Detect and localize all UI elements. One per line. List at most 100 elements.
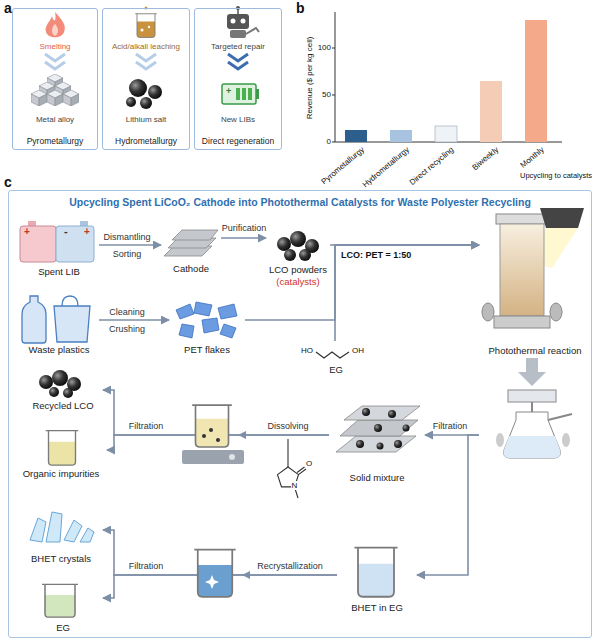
flow-arrow xyxy=(99,244,161,246)
lithium-salt xyxy=(129,79,147,97)
text-label: 50 xyxy=(322,90,331,99)
icon-node: BHET crystals xyxy=(19,509,103,567)
panel-box: Upcycling Spent LiCoO₂ Cathode into Phot… xyxy=(8,190,592,638)
text-label: LCO: PET = 1:50 xyxy=(341,250,411,260)
chart-axes xyxy=(332,95,335,96)
solid-mixture xyxy=(356,440,364,448)
node-label: Acid/alkali leaching xyxy=(112,42,180,51)
bar xyxy=(435,126,457,142)
text-label: Crushing xyxy=(109,324,145,334)
panel-letter: c xyxy=(4,174,12,190)
battery-icon xyxy=(248,88,252,100)
solid-mixture xyxy=(356,408,410,450)
cathode-sheets xyxy=(164,230,218,256)
node-label: Targeted repair xyxy=(211,42,265,51)
node-label: (catalysts) xyxy=(276,277,319,288)
node-label: Photothermal reaction xyxy=(489,346,582,357)
chevron xyxy=(228,54,248,69)
robot-icon xyxy=(230,30,246,38)
flow-arrow xyxy=(417,435,479,575)
node-label: LCO powders xyxy=(269,265,327,276)
node-label: BHET in EG xyxy=(351,603,403,614)
filtration-apparatus xyxy=(548,414,572,420)
node-label: Upcycling Spent LiCoO₂ Cathode into Phot… xyxy=(69,196,531,208)
eg-beaker xyxy=(42,584,78,617)
edge-label: Cleaning xyxy=(108,307,146,317)
solid-mixture xyxy=(388,410,396,418)
text-label: + xyxy=(84,226,90,238)
text-label: Hydrometallurgy xyxy=(360,145,411,189)
recycled-lco xyxy=(63,388,73,398)
text-label: Filtration xyxy=(129,421,164,431)
nmp-structure xyxy=(278,439,307,498)
metal-cubes xyxy=(47,90,63,106)
panel-letter: b xyxy=(296,0,305,16)
edge-label: Recrystallization xyxy=(256,561,324,571)
text-label: HO xyxy=(301,346,313,355)
hotplate-beaker xyxy=(209,428,213,432)
leaching-beaker xyxy=(148,26,150,28)
chevron xyxy=(136,62,156,69)
lithium-salt xyxy=(140,97,152,109)
text-label: 0 xyxy=(327,137,331,146)
chevron xyxy=(228,54,248,61)
photoreactor xyxy=(482,303,494,321)
photoreactor xyxy=(496,214,548,224)
filtration-apparatus xyxy=(504,436,561,458)
node-label: Hydrometallurgy xyxy=(115,137,177,147)
filtration-apparatus xyxy=(508,390,556,402)
solid-mixture xyxy=(344,406,420,420)
recrystallization-beaker xyxy=(242,571,250,579)
solid-mixture xyxy=(374,424,382,432)
battery-icon xyxy=(222,84,259,104)
icon-node: Recycled LCO xyxy=(23,369,103,414)
leaching-beaker xyxy=(141,29,144,32)
chart-axes xyxy=(332,48,335,49)
bhet-crystals xyxy=(30,512,94,542)
metal-cubes xyxy=(63,90,79,106)
text-label: + xyxy=(226,86,231,96)
flow-arrow xyxy=(221,237,266,239)
robot-icon xyxy=(227,14,249,29)
battery-icon xyxy=(236,88,240,100)
robot-icon xyxy=(241,19,246,24)
recycled-lco xyxy=(39,375,53,389)
filtration-apparatus xyxy=(562,433,570,447)
lithium-salt xyxy=(126,97,136,107)
icon-node: Solid mixture xyxy=(329,399,425,486)
bar xyxy=(345,130,367,142)
node-label: Direct regeneration xyxy=(202,137,274,147)
recrystallization-beaker xyxy=(194,550,235,597)
panel-box: Acid/alkali leachingLithium saltHydromet… xyxy=(102,8,190,150)
hotplate-beaker xyxy=(182,450,244,464)
text-label: Upcycling to catalysts xyxy=(520,172,592,181)
lco-particles xyxy=(284,249,296,261)
process-arrow xyxy=(518,358,546,386)
battery-icon xyxy=(56,226,94,262)
bhet-crystals xyxy=(46,512,62,542)
flame-icon xyxy=(46,12,65,37)
chevron xyxy=(136,54,156,61)
node-label: Spent LIB xyxy=(38,267,80,278)
node-label: EG xyxy=(329,365,343,376)
hotplate-beaker xyxy=(238,431,246,439)
robot-icon xyxy=(227,6,259,38)
chevron xyxy=(45,54,156,69)
lco-particles xyxy=(290,231,306,247)
eg-structure xyxy=(316,352,349,358)
panel-letter: a xyxy=(4,0,12,16)
text-label: Monthly xyxy=(519,145,546,170)
recrystallization-beaker xyxy=(205,575,219,589)
bar xyxy=(345,20,547,142)
bhet-crystals xyxy=(30,518,46,542)
edge-label: Dissolving xyxy=(266,421,309,431)
node-label: Smelting xyxy=(39,42,70,51)
bhet-crystals xyxy=(80,528,94,542)
solid-mixture xyxy=(362,408,370,416)
solid-mixture xyxy=(336,406,420,452)
metal-cubes xyxy=(31,74,79,106)
plastic-waste xyxy=(54,306,90,342)
node-label: Metal alloy xyxy=(36,115,74,124)
text-label: Filtration xyxy=(129,561,164,571)
